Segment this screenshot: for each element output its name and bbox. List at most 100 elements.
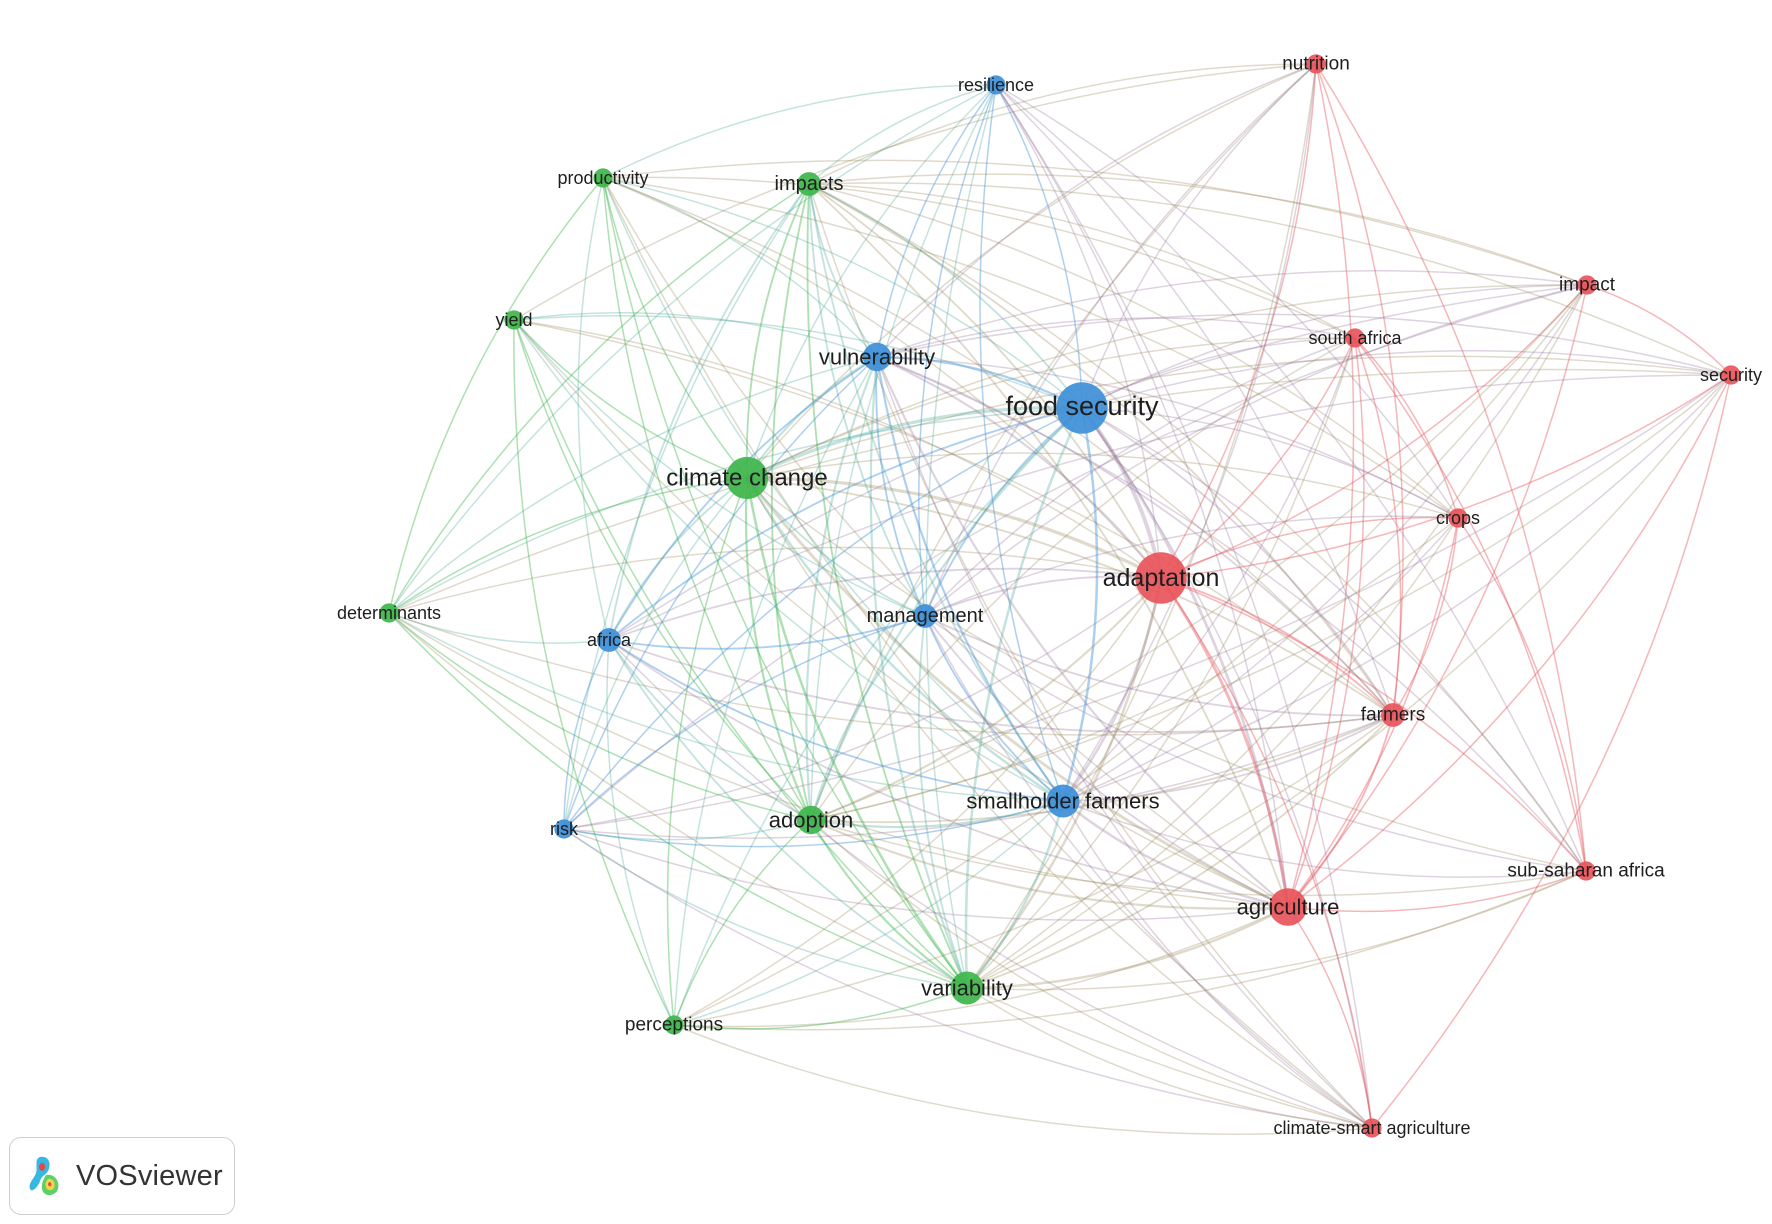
node-management[interactable]: [913, 604, 937, 628]
edge-climate-change-risk: [563, 477, 748, 830]
edge-impacts-sub-saharan-africa: [808, 183, 1587, 872]
node-impact[interactable]: [1577, 275, 1597, 295]
edge-management-agriculture: [924, 615, 1289, 908]
edge-vulnerability-risk: [563, 356, 878, 830]
node-label-climate-smart-agriculture[interactable]: climate-smart agriculture: [1273, 1118, 1470, 1138]
edge-risk-climate-smart-agriculture: [563, 828, 1373, 1129]
node-climate-smart-agriculture[interactable]: [1362, 1118, 1382, 1138]
node-label-productivity[interactable]: productivity: [557, 168, 648, 188]
node-agriculture[interactable]: [1269, 888, 1307, 926]
edge-productivity-farmers: [602, 177, 1394, 716]
edge-impact-food-security: [1081, 284, 1588, 409]
edge-resilience-crops: [995, 84, 1459, 519]
node-sub-saharan-africa[interactable]: [1576, 861, 1596, 881]
edge-resilience-adaptation: [995, 84, 1162, 579]
node-label-south-africa[interactable]: south africa: [1308, 328, 1402, 348]
edge-africa-climate-smart-agriculture: [608, 639, 1373, 1129]
node-yield[interactable]: [504, 310, 524, 330]
node-label-vulnerability[interactable]: vulnerability: [819, 345, 935, 370]
edge-impacts-management: [808, 183, 926, 617]
node-adaptation[interactable]: [1135, 552, 1187, 604]
node-label-africa[interactable]: africa: [587, 630, 632, 650]
edge-climate-change-crops: [746, 452, 1459, 519]
edge-crops-variability: [966, 517, 1459, 989]
edge-nutrition-agriculture: [1287, 63, 1355, 908]
edge-impact-security: [1586, 284, 1732, 376]
node-label-farmers[interactable]: farmers: [1361, 705, 1425, 726]
node-label-variability[interactable]: variability: [921, 976, 1013, 1001]
node-risk[interactable]: [554, 819, 574, 839]
edge-climate-change-adaptation: [746, 476, 1162, 580]
edge-determinants-adoption: [388, 612, 812, 821]
node-determinants[interactable]: [379, 603, 399, 623]
edge-smallholder-farmers-climate-smart-agriculture: [1062, 800, 1373, 1129]
node-label-food-security[interactable]: food security: [1005, 391, 1159, 421]
edge-impact-climate-change: [746, 284, 1588, 479]
edge-climate-change-perceptions: [666, 477, 748, 1026]
node-productivity[interactable]: [593, 168, 613, 188]
edge-climate-change-variability: [745, 477, 969, 989]
edge-africa-risk: [563, 639, 610, 830]
node-variability[interactable]: [950, 971, 984, 1005]
node-nutrition[interactable]: [1306, 54, 1326, 74]
edge-yield-farmers: [513, 319, 1394, 716]
node-smallholder-farmers[interactable]: [1046, 784, 1080, 818]
node-crops[interactable]: [1448, 508, 1468, 528]
edge-adoption-risk: [563, 819, 812, 841]
edge-management-farmers: [924, 615, 1394, 717]
node-label-security[interactable]: security: [1700, 365, 1762, 385]
node-impacts[interactable]: [797, 172, 821, 196]
node-south-africa[interactable]: [1345, 328, 1365, 348]
edge-impact-vulnerability: [876, 270, 1588, 358]
edge-yield-management: [513, 319, 926, 617]
edge-food-security-perceptions: [673, 407, 1083, 1026]
edge-nutrition-impacts: [808, 63, 1317, 185]
edge-crops-smallholder-farmers: [1062, 517, 1459, 802]
node-security[interactable]: [1721, 365, 1741, 385]
node-food-security[interactable]: [1056, 382, 1108, 434]
edge-productivity-crops: [602, 177, 1459, 519]
edge-impacts-adoption: [770, 183, 812, 821]
node-vulnerability[interactable]: [862, 342, 892, 372]
edge-climate-change-africa: [608, 477, 748, 641]
edge-africa-adoption: [608, 639, 812, 821]
edge-impacts-smallholder-farmers: [808, 183, 1064, 802]
node-label-agriculture[interactable]: agriculture: [1237, 895, 1340, 920]
node-label-nutrition[interactable]: nutrition: [1282, 54, 1350, 75]
node-label-perceptions[interactable]: perceptions: [625, 1015, 723, 1036]
node-africa[interactable]: [597, 628, 621, 652]
edge-nutrition-farmers: [1315, 63, 1404, 716]
edge-climate-change-farmers: [746, 477, 1394, 716]
node-adoption[interactable]: [796, 805, 826, 835]
node-label-climate-change[interactable]: climate change: [666, 465, 827, 492]
edge-security-food-security: [1081, 350, 1732, 409]
node-label-adaptation[interactable]: adaptation: [1103, 564, 1220, 592]
node-farmers[interactable]: [1381, 703, 1405, 727]
node-label-determinants[interactable]: determinants: [337, 603, 441, 623]
node-label-smallholder-farmers[interactable]: smallholder farmers: [966, 789, 1159, 814]
edge-productivity-climate-change: [602, 177, 748, 479]
node-label-management[interactable]: management: [867, 605, 984, 627]
edge-resilience-climate-change: [746, 84, 997, 479]
edge-nutrition-yield: [513, 63, 1317, 321]
node-label-crops[interactable]: crops: [1436, 508, 1480, 528]
edge-south-africa-smallholder-farmers: [1062, 337, 1356, 802]
node-climate-change[interactable]: [725, 456, 769, 500]
node-label-yield[interactable]: yield: [495, 310, 532, 330]
node-label-sub-saharan-africa[interactable]: sub-saharan africa: [1507, 861, 1665, 882]
node-resilience[interactable]: [986, 75, 1006, 95]
edge-resilience-vulnerability: [876, 84, 997, 358]
edge-south-africa-adoption: [810, 337, 1356, 821]
node-label-impact[interactable]: impact: [1559, 275, 1616, 296]
node-label-resilience[interactable]: resilience: [958, 75, 1034, 95]
node-perceptions[interactable]: [664, 1015, 684, 1035]
node-label-risk[interactable]: risk: [550, 819, 579, 839]
node-label-impacts[interactable]: impacts: [775, 173, 844, 195]
edge-productivity-agriculture: [602, 177, 1289, 908]
edge-vulnerability-determinants: [388, 356, 878, 614]
edge-adaptation-perceptions: [673, 577, 1162, 1026]
edge-nutrition-climate-change: [746, 63, 1317, 479]
edge-productivity-variability: [602, 177, 968, 989]
node-label-adoption[interactable]: adoption: [769, 808, 853, 833]
edge-determinants-smallholder-farmers: [388, 612, 1064, 802]
